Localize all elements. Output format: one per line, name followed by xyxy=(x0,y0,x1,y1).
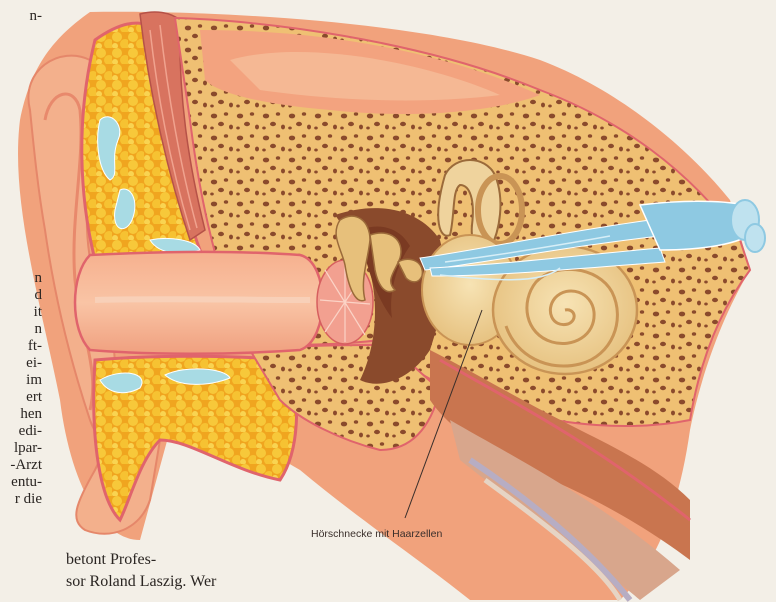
left-line: d xyxy=(35,287,43,303)
left-line: im xyxy=(26,372,42,388)
left-text-column: n- n d it n ft- ei- im ert hen edi- lpar… xyxy=(0,0,44,602)
left-line: n- xyxy=(30,8,43,24)
left-line: -Arzt xyxy=(10,457,42,473)
left-line: it xyxy=(34,304,42,320)
left-line: edi- xyxy=(19,423,42,439)
figure-label: Hörschnecke mit Haarzellen xyxy=(311,528,442,540)
article-line-1: betont Profes- xyxy=(66,549,216,571)
left-line: ert xyxy=(26,389,42,405)
left-line: r die xyxy=(15,491,42,507)
left-line: lpar- xyxy=(14,440,42,456)
left-line: n xyxy=(35,270,43,286)
left-line: ei- xyxy=(26,355,42,371)
left-line: entu- xyxy=(11,474,42,490)
left-line: n xyxy=(35,321,43,337)
article-tail: betont Profes- sor Roland Laszig. Wer xyxy=(66,549,216,593)
left-line: hen xyxy=(20,406,42,422)
article-line-2: sor Roland Laszig. Wer xyxy=(66,571,216,593)
left-line: ft- xyxy=(28,338,42,354)
